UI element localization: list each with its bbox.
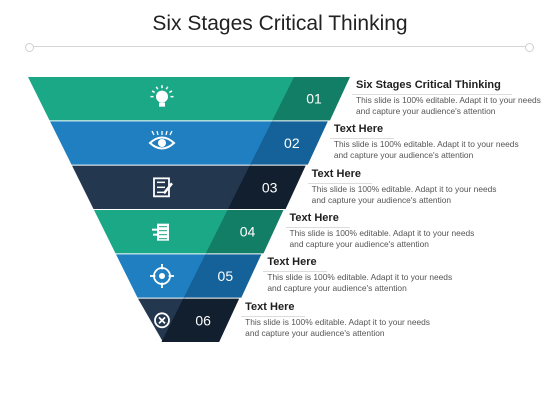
slide-title: Six Stages Critical Thinking [152,12,408,35]
stage-number: 06 [195,312,211,328]
number-tab [272,77,350,121]
document-icon [152,223,169,241]
stage-number: 04 [240,224,256,240]
stage-body: This slide is 100% editable. Adapt it to… [289,228,475,249]
stage-heading-rule [285,227,350,228]
stage-heading: Text Here [311,167,361,180]
stage-body: This slide is 100% editable. Adapt it to… [245,316,430,338]
stage-number: 05 [218,268,234,284]
stage-body: This slide is 100% editable. Adapt it to… [333,139,519,161]
funnel-stage-03: 03 [72,165,306,209]
stage-number: 01 [306,91,322,107]
number-tab [250,121,328,165]
stage-heading: Text Here [245,300,295,313]
stage-heading-rule [263,271,328,273]
stage-heading: Text Here [267,256,317,269]
number-tab [183,254,262,298]
stage-body: This slide is 100% editable. Adapt it to… [356,95,541,116]
number-tab [205,210,284,254]
stage-number: 03 [262,179,278,195]
stage-body: This slide is 100% editable. Adapt it to… [311,183,497,205]
stage-heading-rule [352,94,512,95]
stage-heading-rule [329,138,394,140]
funnel-stage-06: 06 [138,298,240,342]
stage-heading: Text Here [333,123,384,136]
divider-dot-right [525,43,534,52]
stage-heading: Six Stages Critical Thinking [356,79,501,91]
lightbulb-icon [150,85,174,107]
checklist-icon [153,177,173,198]
divider-dot-left [25,43,34,52]
funnel-stage-05: 05 [116,254,262,298]
target-icon [150,264,174,288]
number-tab [161,298,240,342]
stage-heading-rule [307,182,372,184]
stage-body: This slide is 100% editable. Adapt it to… [267,272,453,294]
title-divider [32,46,528,47]
funnel-stage-02: 02 [50,121,328,165]
stage-heading-rule [241,315,306,317]
funnel-stage-01: 01 [28,77,350,121]
number-tab [228,165,306,209]
stage-heading: Text Here [289,212,339,224]
funnel-stage-04: 04 [94,210,284,254]
close-circle-icon [154,312,170,329]
eye-icon [148,130,176,150]
stage-number: 02 [284,135,300,151]
